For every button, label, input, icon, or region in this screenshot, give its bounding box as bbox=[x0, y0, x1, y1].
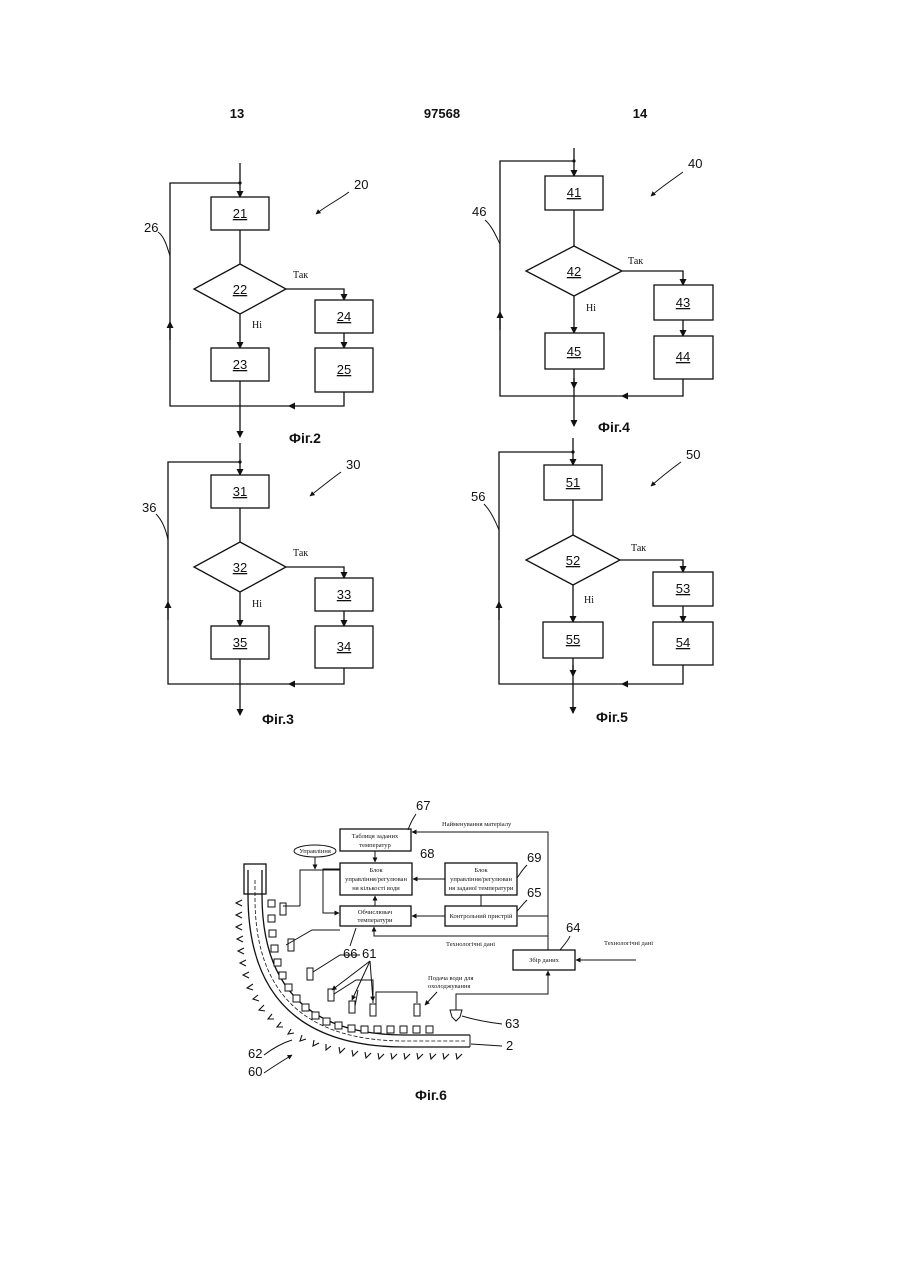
ref-64: 64 bbox=[566, 920, 580, 935]
right-page-number: 14 bbox=[633, 106, 648, 121]
caption-fig4: Фіг.4 bbox=[598, 419, 630, 435]
no-label: Ні bbox=[252, 599, 262, 610]
calc-line-1: Обчислювач bbox=[358, 909, 393, 916]
decision-52-label: 52 bbox=[566, 553, 580, 568]
no-label: Ні bbox=[586, 303, 596, 314]
ref-20: 20 bbox=[354, 177, 368, 192]
block-33-label: 33 bbox=[337, 587, 351, 602]
flowchart-fig3: 31 32 Так 33 34 Ні 35 30 36 Фіг.3 bbox=[142, 443, 373, 727]
sensor-63 bbox=[450, 1010, 462, 1021]
decision-42-label: 42 bbox=[567, 264, 581, 279]
caption-fig3: Фіг.3 bbox=[262, 711, 294, 727]
control-oval-label: Управління bbox=[299, 848, 331, 855]
ref-56: 56 bbox=[471, 489, 485, 504]
patent-number: 97568 bbox=[424, 106, 460, 121]
water-line-2: управління/регулюван bbox=[345, 876, 407, 883]
block-45-label: 45 bbox=[567, 344, 581, 359]
block-53-label: 53 bbox=[676, 581, 690, 596]
block-41-label: 41 bbox=[567, 185, 581, 200]
water-supply-line-2: охолоджування bbox=[428, 983, 470, 990]
block-23-label: 23 bbox=[233, 357, 247, 372]
flowchart-fig2: 21 22 Так 24 25 Ні 23 20 26 Фіг.2 bbox=[144, 163, 373, 446]
ref-69: 69 bbox=[527, 850, 541, 865]
ref-62: 62 bbox=[248, 1046, 262, 1061]
ref-65: 65 bbox=[527, 885, 541, 900]
tech-data-left: Технологічні дані bbox=[446, 941, 495, 948]
block-43-label: 43 bbox=[676, 295, 690, 310]
left-page-number: 13 bbox=[230, 106, 244, 121]
block-54-label: 54 bbox=[676, 635, 690, 650]
ref-50: 50 bbox=[686, 447, 700, 462]
data-collection-label: Збір даних bbox=[529, 957, 559, 964]
ref-63: 63 bbox=[505, 1016, 519, 1031]
flowchart-fig5: 51 52 Так 53 54 Ні 55 50 56 Фіг.5 bbox=[471, 438, 713, 725]
caption-fig6: Фіг.6 bbox=[415, 1087, 447, 1103]
ref-68: 68 bbox=[420, 846, 434, 861]
flowchart-fig4: 41 42 Так 43 44 Ні 45 40 46 Фіг.4 bbox=[472, 148, 713, 435]
water-supply-line-1: Подача води для bbox=[428, 975, 474, 982]
block-35-label: 35 bbox=[233, 635, 247, 650]
block-31-label: 31 bbox=[233, 484, 247, 499]
control-system-fig6: Таблиця заданих температур 67 Управління… bbox=[236, 798, 653, 1103]
yes-label: Так bbox=[628, 256, 643, 267]
block-24-label: 24 bbox=[337, 309, 351, 324]
table-line-2: температур bbox=[359, 842, 390, 849]
block-51-label: 51 bbox=[566, 475, 580, 490]
block-25-label: 25 bbox=[337, 362, 351, 377]
no-label: Ні bbox=[584, 595, 594, 606]
settemp-line-1: Блок bbox=[474, 867, 488, 874]
settemp-line-2: управління/регулюван bbox=[450, 876, 512, 883]
block-55-label: 55 bbox=[566, 632, 580, 647]
block-21-label: 21 bbox=[233, 206, 247, 221]
control-device-label: Контрольний пристрій bbox=[450, 913, 513, 920]
ref-67: 67 bbox=[416, 798, 430, 813]
yes-label: Так bbox=[293, 548, 308, 559]
ref-61: 61 bbox=[362, 946, 376, 961]
decision-22-label: 22 bbox=[233, 282, 247, 297]
ref-46: 46 bbox=[472, 204, 486, 219]
material-name: Найменування матеріалу bbox=[442, 821, 512, 828]
water-line-1: Блок bbox=[369, 867, 383, 874]
ref-36: 36 bbox=[142, 500, 156, 515]
ref-26: 26 bbox=[144, 220, 158, 235]
caption-fig5: Фіг.5 bbox=[596, 709, 628, 725]
ref-60: 60 bbox=[248, 1064, 262, 1079]
decision-32-label: 32 bbox=[233, 560, 247, 575]
caption-fig2: Фіг.2 bbox=[289, 430, 321, 446]
tech-data-right: Технологічні дані bbox=[604, 940, 653, 947]
yes-label: Так bbox=[293, 270, 308, 281]
block-34-label: 34 bbox=[337, 639, 351, 654]
ref-40: 40 bbox=[688, 156, 702, 171]
settemp-line-3: ня заданої температури bbox=[449, 885, 514, 892]
ref-66: 66 bbox=[343, 946, 357, 961]
block-44-label: 44 bbox=[676, 349, 690, 364]
ref-2: 2 bbox=[506, 1038, 513, 1053]
water-line-3: ня кількості води bbox=[352, 885, 400, 892]
calc-line-2: температури bbox=[358, 917, 393, 924]
ref-30: 30 bbox=[346, 457, 360, 472]
table-line-1: Таблиця заданих bbox=[352, 833, 399, 840]
no-label: Ні bbox=[252, 320, 262, 331]
yes-label: Так bbox=[631, 543, 646, 554]
